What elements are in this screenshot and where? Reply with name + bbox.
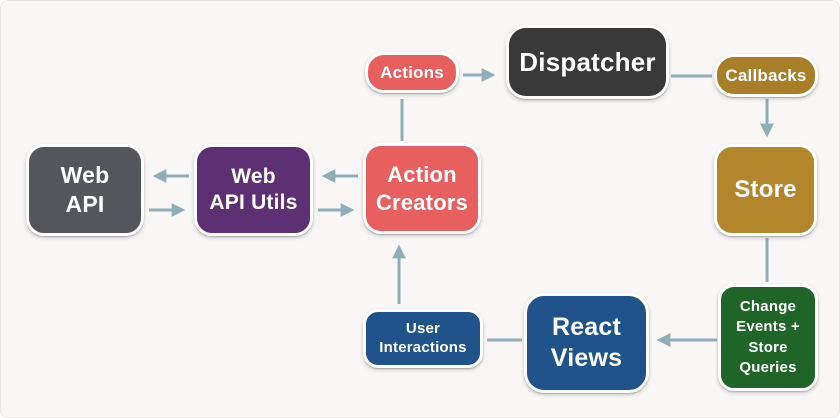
node-web-api: Web API [26,144,144,236]
node-react-views: React Views [524,293,649,393]
node-store: Store [714,144,817,236]
node-change-events-store-queries: Change Events + Store Queries [718,284,818,391]
node-web-api-utils: Web API Utils [194,144,313,236]
node-dispatcher: Dispatcher [506,25,669,99]
node-callbacks: Callbacks [714,54,818,97]
node-action-creators: Action Creators [363,143,481,234]
node-user-interactions: User Interactions [363,309,483,368]
node-actions: Actions [365,52,459,93]
